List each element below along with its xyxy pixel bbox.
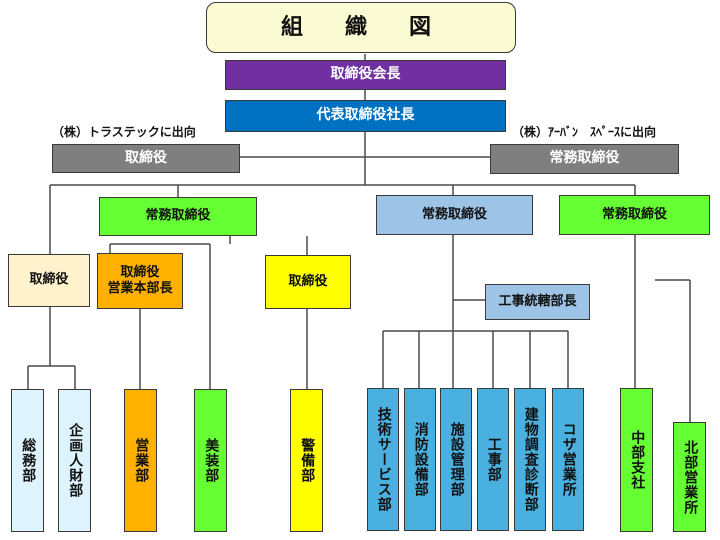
dept-building-survey: 建物調査診断部 — [514, 388, 546, 531]
chairman-box: 取締役会長 — [225, 60, 506, 90]
seconded-managing-director-box: 常務取締役 — [490, 144, 679, 174]
dept-technical-service: 技術サービス部 — [367, 388, 399, 531]
dept-fire-equipment: 消防設備部 — [404, 388, 436, 531]
managing-director-center-box: 常務取締役 — [376, 195, 533, 235]
page-title: 組 織 図 — [206, 2, 516, 53]
secondment-note-right: （株）ｱｰﾊﾞﾝ ｽﾍﾟｰｽに出向 — [512, 125, 657, 139]
director-sales-head-box: 取締役 営業本部長 — [97, 253, 183, 309]
dept-sales: 営業部 — [124, 389, 157, 532]
seconded-director-box: 取締役 — [52, 144, 240, 173]
dept-north-sales-office: 北部営業所 — [673, 422, 706, 532]
dept-interior: 美装部 — [194, 389, 227, 532]
dept-construction: 工事部 — [477, 388, 509, 531]
dept-general-affairs: 総務部 — [11, 389, 44, 532]
dept-central-branch: 中部支社 — [620, 388, 653, 532]
construction-general-manager-box: 工事統轄部長 — [485, 284, 590, 320]
managing-director-right-box: 常務取締役 — [559, 195, 710, 235]
dept-security: 警備部 — [290, 389, 323, 532]
dept-koza-sales-office: コザ営業所 — [552, 388, 584, 531]
director-admin-box: 取締役 — [8, 254, 90, 307]
president-box: 代表取締役社長 — [225, 100, 506, 132]
secondment-note-left: （株）トラステックに出向 — [52, 125, 196, 139]
managing-director-left-box: 常務取締役 — [99, 197, 257, 236]
dept-planning-hr: 企画人財部 — [58, 389, 91, 532]
director-security-box: 取締役 — [265, 255, 351, 309]
dept-facility-management: 施設管理部 — [440, 388, 472, 531]
